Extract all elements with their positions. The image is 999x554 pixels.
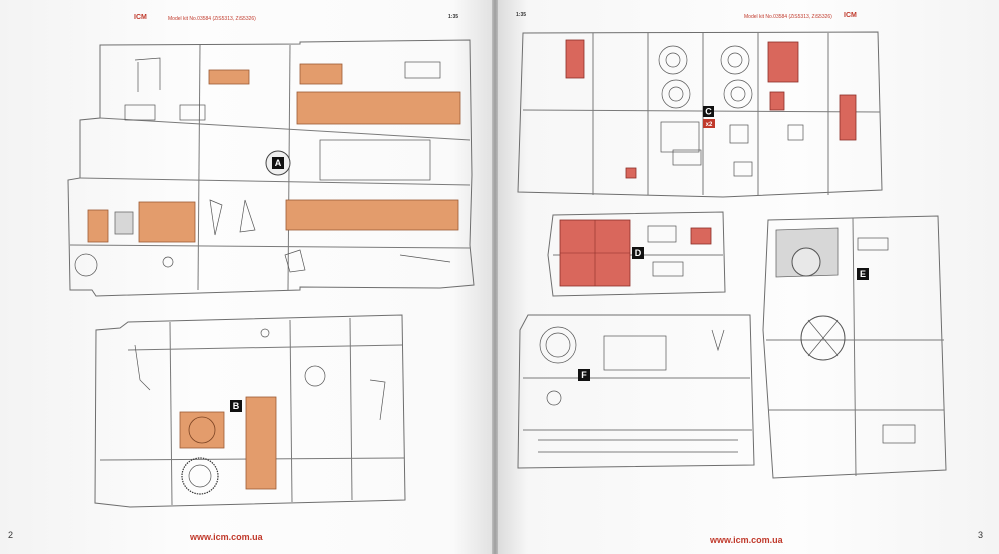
sprue-diagrams: A B — [67, 39, 475, 508]
sprue-f: F — [517, 314, 755, 469]
book-gutter — [490, 0, 500, 554]
sprue-c-multiplier: x2 — [706, 122, 713, 128]
website-url: www.icm.com.ua — [710, 535, 783, 545]
sprue-a-label: A — [275, 158, 282, 168]
sprue-diagrams: C x2 D — [517, 31, 947, 479]
sprue-c: C x2 — [517, 31, 883, 198]
scale-label: 1:35 — [516, 12, 527, 18]
sprue-b: B — [94, 314, 406, 508]
page-header: Model kit No.03584 (ZiS5313, ZiS5326) — [168, 16, 256, 22]
sprue-c-label: C — [705, 107, 712, 117]
sprue-d-label: D — [635, 248, 642, 258]
sprue-a: A — [67, 39, 475, 297]
left-page: ICM Model kit No.03584 (ZiS5313, ZiS5326… — [0, 0, 492, 554]
brand-logo: ICM — [844, 12, 857, 19]
website-url: www.icm.com.ua — [190, 532, 263, 542]
sprue-b-label: B — [233, 401, 240, 411]
page-number: 3 — [978, 530, 984, 540]
page-number: 2 — [8, 530, 14, 540]
sprue-e-label: E — [860, 269, 866, 279]
brand-logo: ICM — [134, 14, 147, 21]
scale-label: 1:35 — [448, 14, 459, 20]
page-header: Model kit No.03584 (ZiS5313, ZiS5326) — [744, 14, 832, 20]
sprue-f-label: F — [581, 370, 587, 380]
sprue-e: E — [762, 215, 947, 479]
sprue-d: D — [547, 211, 726, 297]
right-page: 1:35 Model kit No.03584 (ZiS5313, ZiS532… — [498, 0, 999, 554]
